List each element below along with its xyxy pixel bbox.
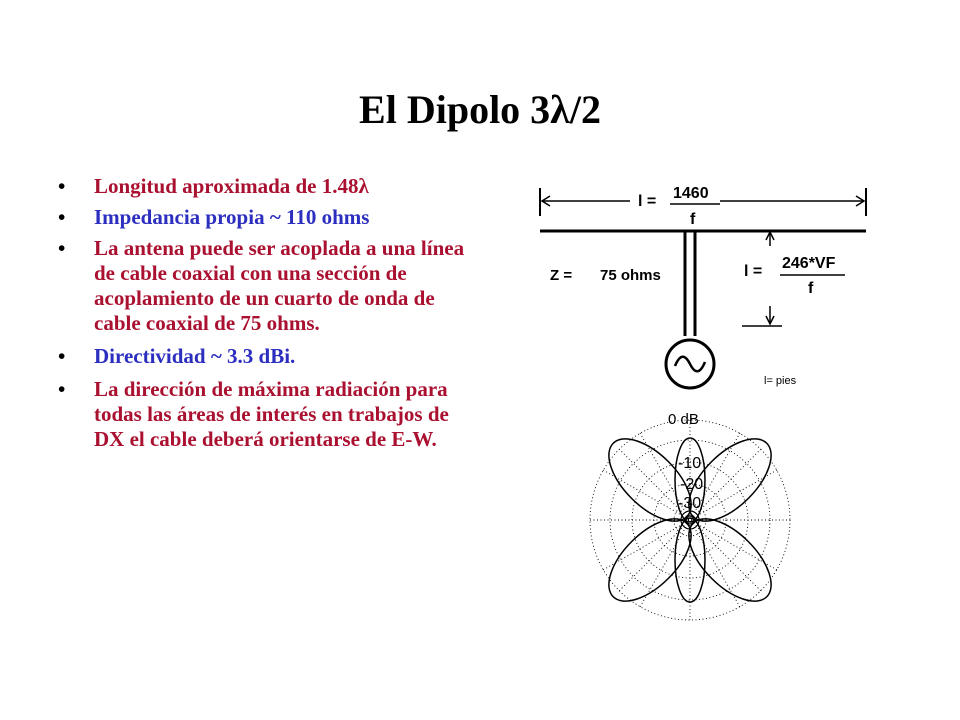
- dipole-diagram: l = 1460 f Z = 75 ohms l = 246*VF f l= p…: [539, 185, 867, 390]
- bullet-item-impedance: • Impedancia propia ~ 110 ohms: [58, 205, 478, 230]
- bullet-item-length: • Longitud aproximada de 1.48λ: [58, 174, 478, 199]
- bullet-marker: •: [58, 174, 66, 198]
- bullet-text: Longitud aproximada de 1.48λ: [94, 174, 369, 198]
- bullet-text: Impedancia propia ~ 110 ohms: [94, 205, 370, 229]
- bullet-item-directivity: • Directividad ~ 3.3 dBi.: [58, 344, 478, 369]
- stub-label: l =: [744, 263, 762, 280]
- bullet-text: La antena puede ser acoplada a una línea…: [94, 236, 465, 335]
- bullet-list: • Longitud aproximada de 1.48λ • Impedan…: [58, 174, 478, 458]
- bullet-marker: •: [58, 205, 66, 229]
- length-denominator: f: [690, 211, 696, 228]
- impedance-label: Z =: [550, 267, 572, 284]
- ac-source-icon: [664, 338, 716, 390]
- ring-label-30: -30: [678, 495, 701, 512]
- bullet-item-matching: • La antena puede ser acoplada a una lín…: [58, 236, 478, 336]
- impedance-value: 75 ohms: [600, 267, 661, 284]
- length-label: l =: [638, 193, 656, 210]
- units-note: l= pies: [764, 375, 797, 387]
- bullet-marker: •: [58, 236, 66, 260]
- bullet-text: La dirección de máxima radiación para to…: [94, 377, 449, 451]
- radiation-pattern-plot: 0 dB -10 -20 -30: [589, 411, 791, 621]
- bullet-marker: •: [58, 377, 66, 401]
- pattern-lobes: [608, 437, 772, 603]
- stub-numerator: 246*VF: [782, 255, 836, 272]
- ring-label-20: -20: [680, 476, 703, 493]
- polar-grid: [589, 419, 791, 621]
- bullet-item-radiation: • La dirección de máxima radiación para …: [58, 377, 478, 452]
- bullet-text: Directividad ~ 3.3 dBi.: [94, 344, 296, 368]
- ring-label-10: -10: [678, 455, 701, 472]
- stub-denominator: f: [808, 280, 814, 297]
- bullet-marker: •: [58, 344, 66, 368]
- slide-title: El Dipolo 3λ/2: [359, 87, 601, 132]
- ring-label-0db: 0 dB: [668, 411, 699, 428]
- length-numerator: 1460: [673, 185, 709, 202]
